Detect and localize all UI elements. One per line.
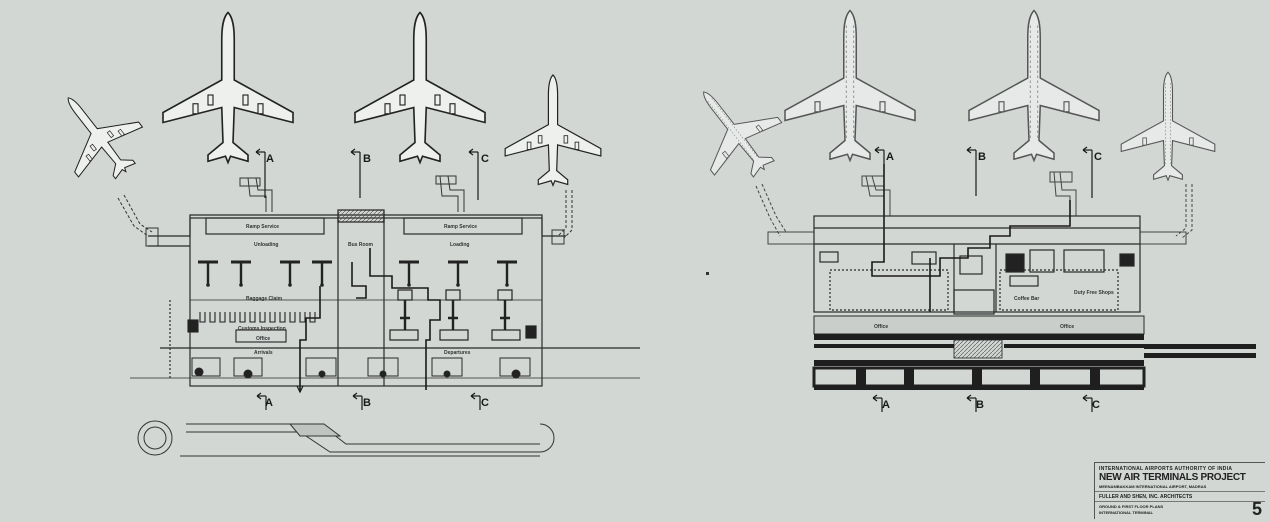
title-architects: FULLER AND SHEN, INC. ARCHITECTS [1099,494,1193,500]
title-block: INTERNATIONAL AIRPORTS AUTHORITY OF INDI… [1094,462,1265,519]
airplane-5 [669,65,799,197]
title-sheet-subtitle: INTERNATIONAL TERMINAL [1099,510,1154,515]
title-airport: MEENAMBAKKAM INTERNATIONAL AIRPORT, MADR… [1099,484,1207,489]
section-label-c-bottom: C [481,397,489,409]
section-label-b-top-ff: B [978,151,986,163]
jetways-first-floor [755,171,1193,245]
label-departures: Departures [444,350,471,356]
section-a-bottom-ff [872,394,883,413]
section-label-a-top: A [266,153,274,165]
section-c-top [468,148,479,167]
first-floor-circulation [871,200,1071,312]
jetways [117,175,573,247]
section-label-a-bottom-ff: A [882,399,890,411]
section-c-top-ff [1082,146,1093,165]
section-label-b-bottom-ff: B [976,399,984,411]
section-a-top-ff [874,146,885,165]
airplane-3 [354,11,486,164]
label-ramp-service-right: Ramp Service [444,224,477,230]
airplane-2 [162,11,294,164]
curbside-kiosks [191,357,531,379]
section-label-b-bottom: B [363,397,371,409]
title-sheet-title: GROUND & FIRST FLOOR PLANS [1099,504,1164,509]
label-office-arrivals: Office [256,336,270,342]
title-project: NEW AIR TERMINALS PROJECT [1099,472,1246,483]
label-customs-inspection: Customs Inspection [238,326,286,332]
label-bus-room: Bus Room [348,242,374,248]
terminal-first-floor-outline [813,215,1141,315]
departure-checkpoints [389,289,537,341]
airplane-6 [784,9,916,162]
airplane-7 [968,9,1100,162]
label-duty-free: Duty Free Shops [1074,290,1114,296]
label-unloading: Unloading [254,242,278,248]
section-label-c-top-ff: C [1094,151,1102,163]
title-sheet-number: 5 [1251,499,1262,519]
title-authority: INTERNATIONAL AIRPORTS AUTHORITY OF INDI… [1099,466,1233,472]
baggage-devices-loading [397,260,519,289]
access-road [137,420,555,457]
label-office-right: Office [1060,324,1074,330]
section-label-a-bottom: A [265,397,273,409]
baggage-devices-unloading [196,260,334,289]
airplane-1 [35,72,159,198]
section-b-top [350,148,361,167]
ground-floor-plan: A B C [35,11,640,457]
stray-mark [706,272,709,275]
concourse-bands [812,315,1256,390]
first-floor-plan: A B C [669,9,1256,413]
circulation-routes [299,248,441,392]
section-c-bottom-ff [1082,394,1093,413]
label-office-left: Office [874,324,888,330]
customs-counters [187,312,316,343]
label-ramp-service-left: Ramp Service [246,224,279,230]
section-a-top [255,148,266,167]
section-c-bottom [470,392,481,411]
label-baggage-claim: Baggage Claim [246,296,283,302]
section-label-a-top-ff: A [886,151,894,163]
section-label-c-top: C [481,153,489,165]
terminal-ground-outline [130,209,640,387]
label-arrivals: Arrivals [254,350,273,356]
section-label-b-top: B [363,153,371,165]
label-loading: Loading [450,242,469,248]
label-coffee-bar: Coffee Bar [1014,296,1039,302]
section-b-bottom [352,392,363,411]
section-label-c-bottom-ff: C [1092,399,1100,411]
airplane-8 [1120,71,1216,181]
section-b-top-ff [966,146,977,165]
airplane-4 [504,74,602,186]
section-b-bottom-ff [966,394,977,413]
